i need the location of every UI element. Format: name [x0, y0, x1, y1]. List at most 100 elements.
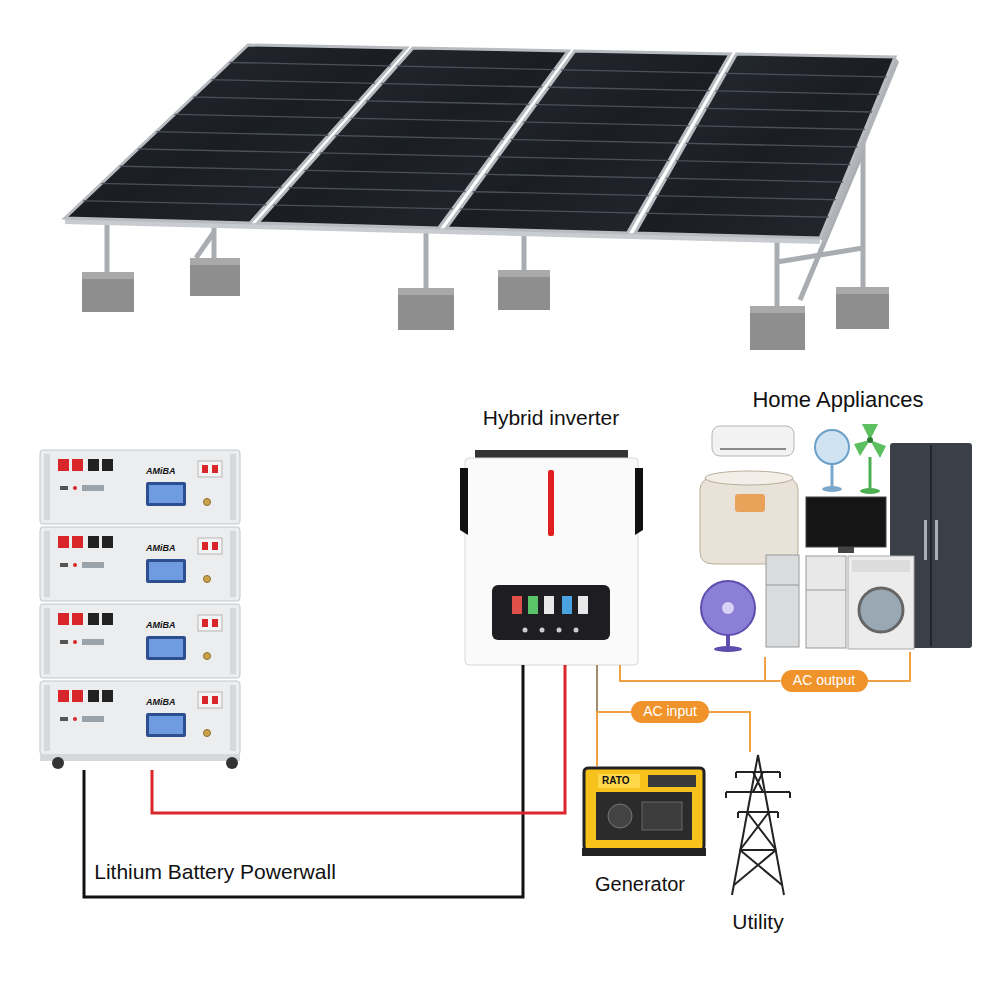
concrete-block	[398, 288, 454, 330]
battery-module	[88, 690, 99, 702]
utility-pylon	[736, 771, 780, 773]
inverter-body	[512, 596, 522, 614]
battery-module	[198, 615, 222, 631]
output-tag: AC output	[781, 670, 868, 692]
generator-body	[596, 792, 692, 840]
inverter-body	[460, 468, 468, 535]
battery-module	[40, 450, 240, 524]
solar-panel	[60, 183, 900, 202]
battery-module	[202, 619, 208, 627]
solar-panel	[60, 165, 900, 184]
concrete-block	[398, 288, 454, 295]
battery-module	[102, 459, 113, 471]
appliance-icons	[852, 560, 910, 572]
utility-pylon	[738, 811, 778, 813]
battery-module	[204, 730, 211, 737]
appliance-icons	[735, 494, 765, 512]
battery-module	[40, 681, 240, 755]
battery-module	[40, 755, 240, 761]
battery-module	[60, 717, 68, 721]
utility-tower: Utility	[722, 752, 792, 898]
battery-module	[146, 636, 186, 660]
battery-module	[198, 538, 222, 554]
battery-module	[202, 465, 208, 473]
appliance-icons	[806, 590, 846, 591]
generator-body	[648, 775, 696, 787]
battery-module	[44, 685, 50, 751]
battery-module	[202, 542, 208, 550]
battery-module	[40, 527, 240, 601]
generator-body	[584, 768, 704, 850]
appliance-icons	[720, 448, 786, 450]
power-wire	[152, 665, 565, 813]
inverter-body	[548, 470, 554, 536]
battery-module	[204, 499, 211, 506]
concrete-block	[82, 258, 889, 350]
concrete-block	[82, 272, 134, 312]
generator-body	[608, 804, 632, 828]
tag-text: AC output	[793, 673, 855, 688]
battery-module	[73, 563, 77, 567]
utility-pylon	[726, 755, 790, 895]
component-heading: Utility	[730, 910, 785, 934]
concrete-block	[750, 306, 805, 313]
battery-module	[72, 613, 83, 625]
battery-module	[40, 604, 240, 678]
battery-module	[102, 613, 113, 625]
component-heading: Lithium Battery Powerwall	[92, 860, 338, 884]
inverter-body	[557, 628, 562, 633]
battery-module	[72, 459, 83, 471]
power-wire	[620, 665, 781, 681]
appliance-icons	[860, 488, 880, 494]
power-wire	[868, 652, 911, 681]
battery-module	[149, 716, 183, 734]
solar-panel	[60, 200, 900, 219]
tag-text: AC input	[643, 704, 697, 719]
battery-module	[149, 485, 183, 503]
battery-module	[82, 716, 104, 722]
solar-panel	[635, 54, 895, 238]
appliance-icons	[930, 445, 932, 646]
concrete-block	[82, 272, 134, 279]
utility-pylon	[734, 850, 782, 885]
appliance-group: Home Appliances	[695, 420, 977, 652]
battery-module	[60, 486, 68, 490]
battery-module	[149, 639, 183, 657]
component-heading: Hybrid inverter	[481, 406, 622, 430]
battery-module	[40, 681, 240, 755]
battery-module	[102, 536, 113, 548]
utility-pylon	[726, 791, 790, 793]
battery-module	[40, 450, 240, 769]
appliance-icons	[714, 646, 742, 652]
generator-body	[642, 802, 682, 830]
appliance-icons	[838, 547, 854, 553]
solar-panel	[60, 112, 900, 131]
battery-module	[198, 692, 222, 708]
battery-module	[73, 640, 77, 644]
battery-module	[212, 619, 218, 627]
inverter-body	[460, 450, 643, 665]
utility-pylon	[726, 772, 790, 818]
appliance-icons	[701, 581, 755, 635]
power-wire	[597, 665, 631, 712]
brand-mark: AMiBA	[146, 544, 176, 553]
power-wire	[709, 712, 750, 752]
battery-module	[212, 696, 218, 704]
battery-module	[52, 757, 64, 769]
appliance-icons	[822, 486, 842, 492]
battery-module	[60, 640, 68, 644]
battery-module	[226, 757, 238, 769]
appliance-icons	[705, 471, 793, 485]
mounting-frame	[777, 248, 863, 262]
appliance-icons	[924, 520, 927, 560]
solar-panel	[60, 130, 900, 149]
solar-panel	[60, 76, 900, 95]
utility-pylon	[740, 849, 776, 851]
appliance-icons	[848, 556, 914, 649]
concrete-block	[498, 270, 550, 277]
utility-pylon	[740, 812, 776, 850]
battery-module	[204, 653, 211, 660]
battery-module	[88, 536, 99, 548]
